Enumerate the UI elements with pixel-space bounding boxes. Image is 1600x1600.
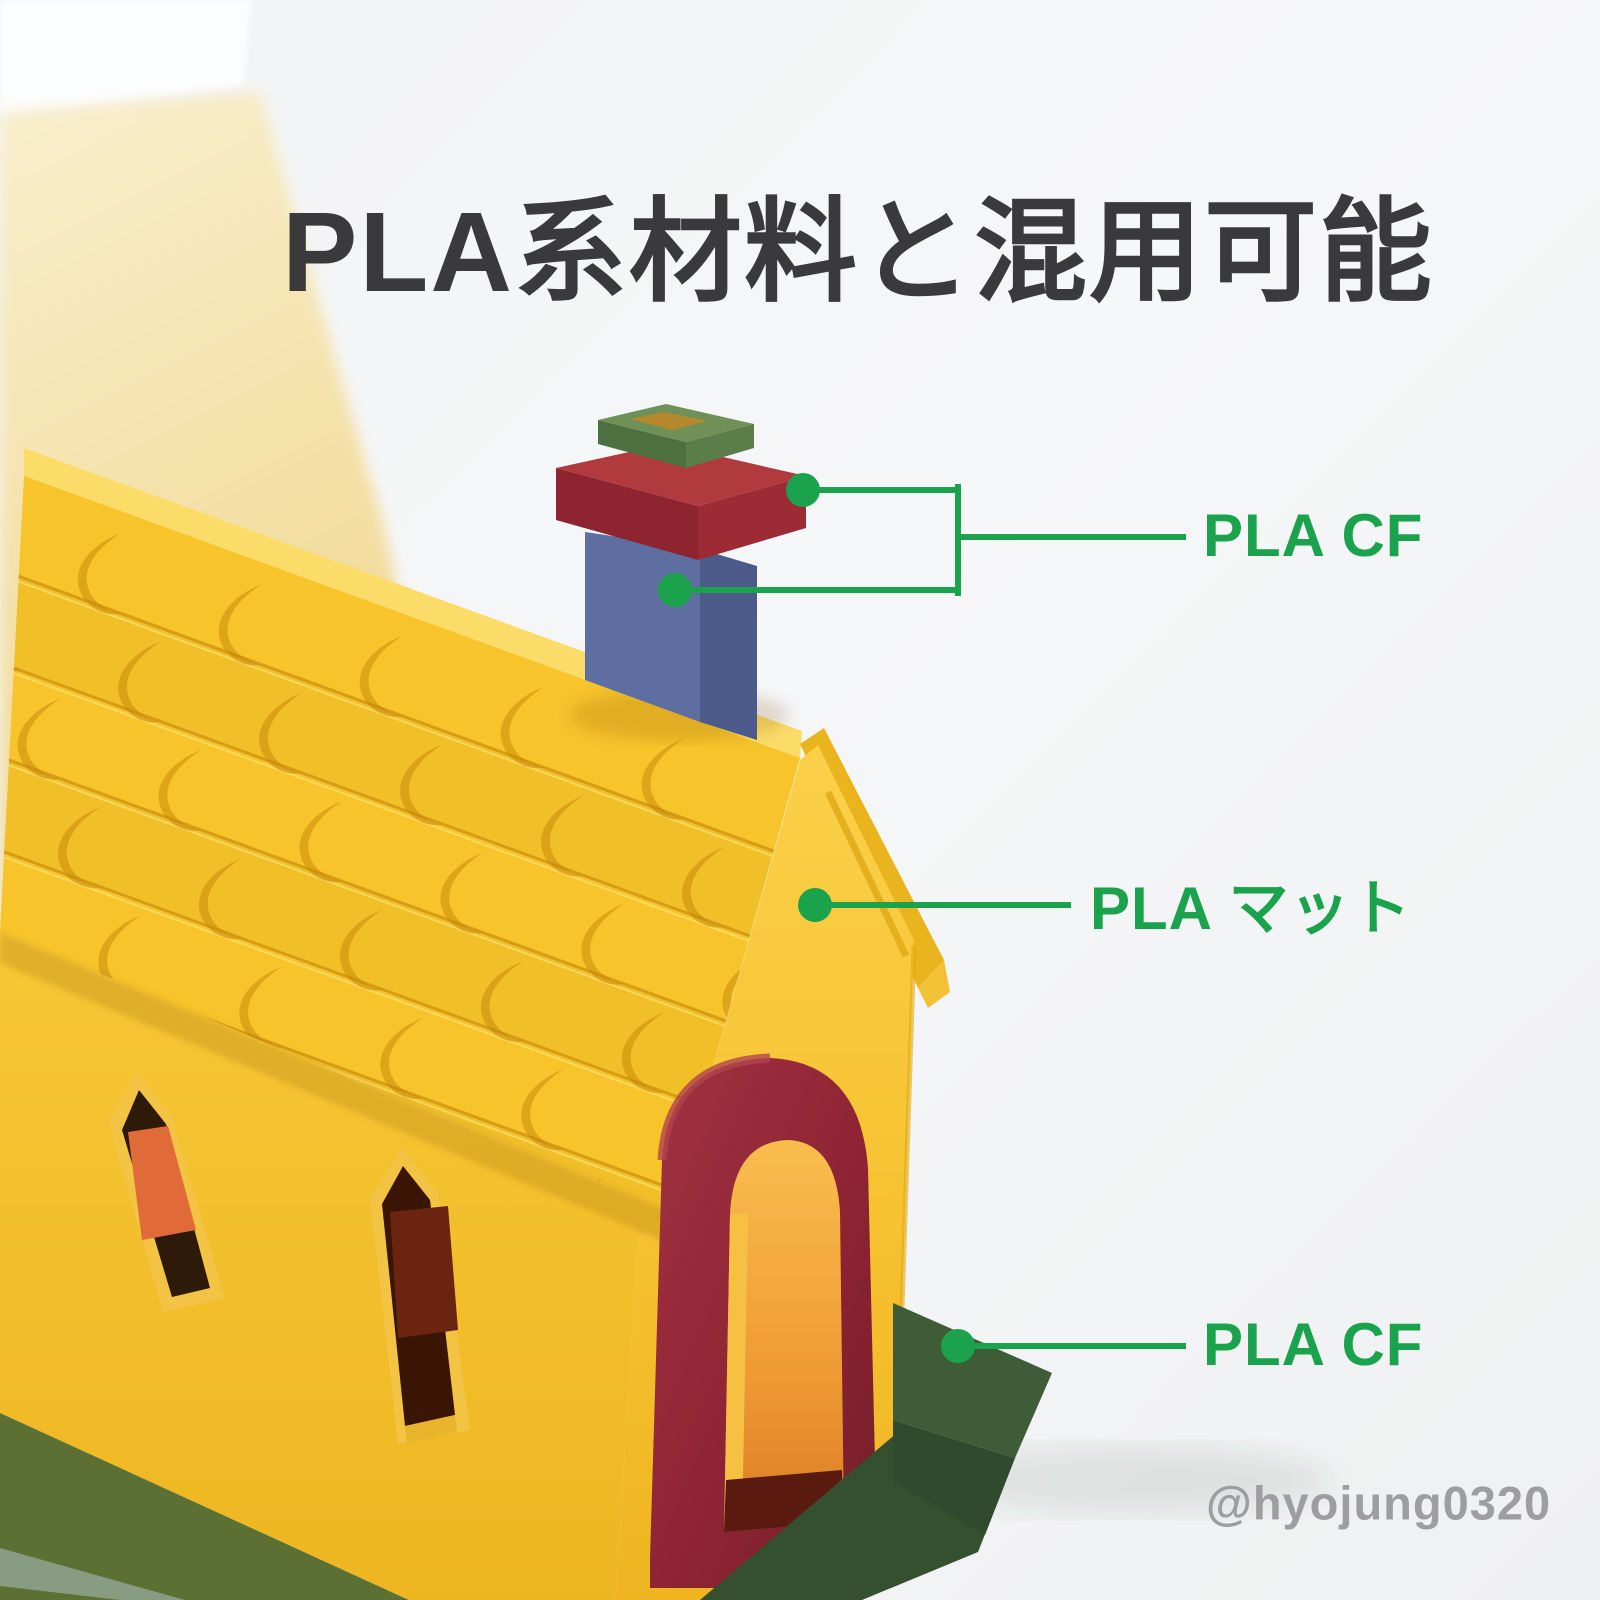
base-green-top <box>893 1303 1052 1458</box>
marker-dot-chimney-cap <box>786 473 820 507</box>
material-label-chimney: PLA CF <box>1203 502 1424 570</box>
marker-dot-roof <box>798 888 832 922</box>
base-olive-left <box>0 1413 409 1600</box>
window-left <box>108 1072 225 1312</box>
watermark: @hyojung0320 <box>1206 1476 1552 1530</box>
left-wall <box>0 932 672 1600</box>
roof-left-slope <box>0 476 800 1212</box>
marker-dot-base <box>941 1329 975 1363</box>
house <box>0 404 1330 1600</box>
material-label-roof: PLA マット <box>1090 874 1412 942</box>
white-board <box>0 0 252 118</box>
base-plate <box>0 1303 1330 1600</box>
base-green-front-face <box>893 1420 1015 1535</box>
roof-right-edge-cap <box>918 960 950 1008</box>
eave-shadow <box>0 932 672 1245</box>
leader-chimney <box>672 484 1186 596</box>
door <box>650 1053 878 1588</box>
material-label-base: PLA CF <box>1203 1311 1424 1379</box>
base-olive-front-edge <box>0 1548 185 1600</box>
gable-trim-groove <box>824 790 910 958</box>
chimney-red-cap <box>556 444 806 560</box>
window-right <box>370 1148 470 1444</box>
headline: PLA系材料と混用可能 <box>282 188 1434 315</box>
marker-dot-chimney-body <box>658 573 692 607</box>
chimney-green-top <box>598 404 754 468</box>
